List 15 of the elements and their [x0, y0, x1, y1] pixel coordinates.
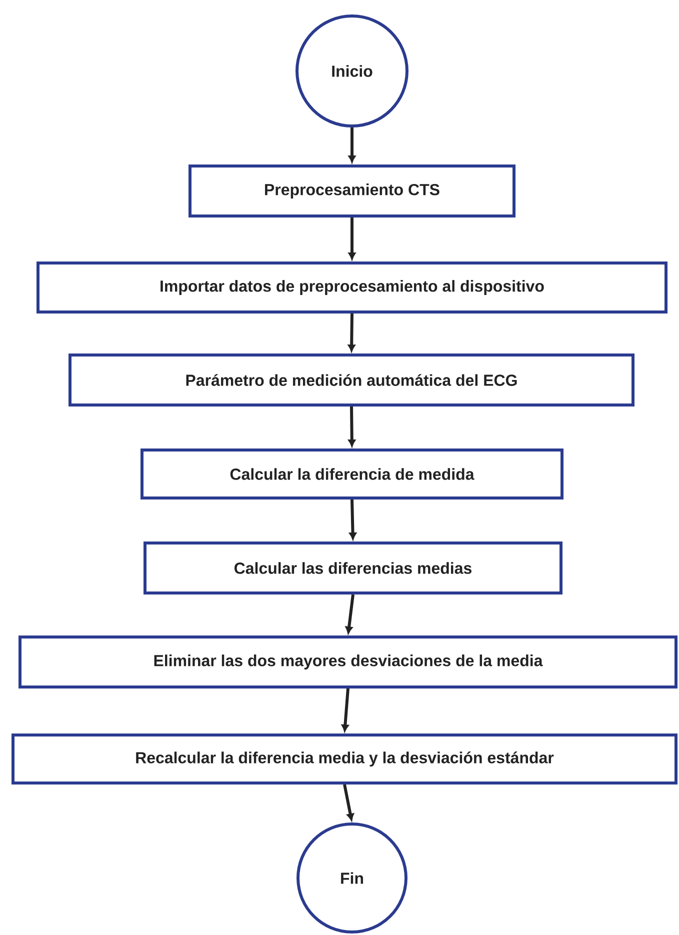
process-box: Eliminar las dos mayores desviaciones de la media	[18, 636, 678, 688]
process-box: Recalcular la diferencia media y la desviación estándar	[12, 734, 678, 784]
arrow	[348, 406, 356, 447]
arrow	[345, 594, 354, 634]
arrow	[348, 218, 356, 260]
arrow	[349, 499, 356, 540]
process-box: Preprocesamiento CTS	[188, 164, 516, 218]
process-box: Calcular la diferencia de medida	[140, 448, 564, 500]
arrow	[348, 128, 356, 163]
arrow	[348, 314, 356, 352]
process-box: Importar datos de preprocesamiento al dispositivo	[36, 262, 668, 314]
arrow	[342, 688, 350, 732]
process-box: Parámetro de medición automática del ECG	[68, 354, 634, 406]
process-box: Calcular las diferencias medias	[144, 542, 562, 594]
arrow	[343, 784, 354, 821]
